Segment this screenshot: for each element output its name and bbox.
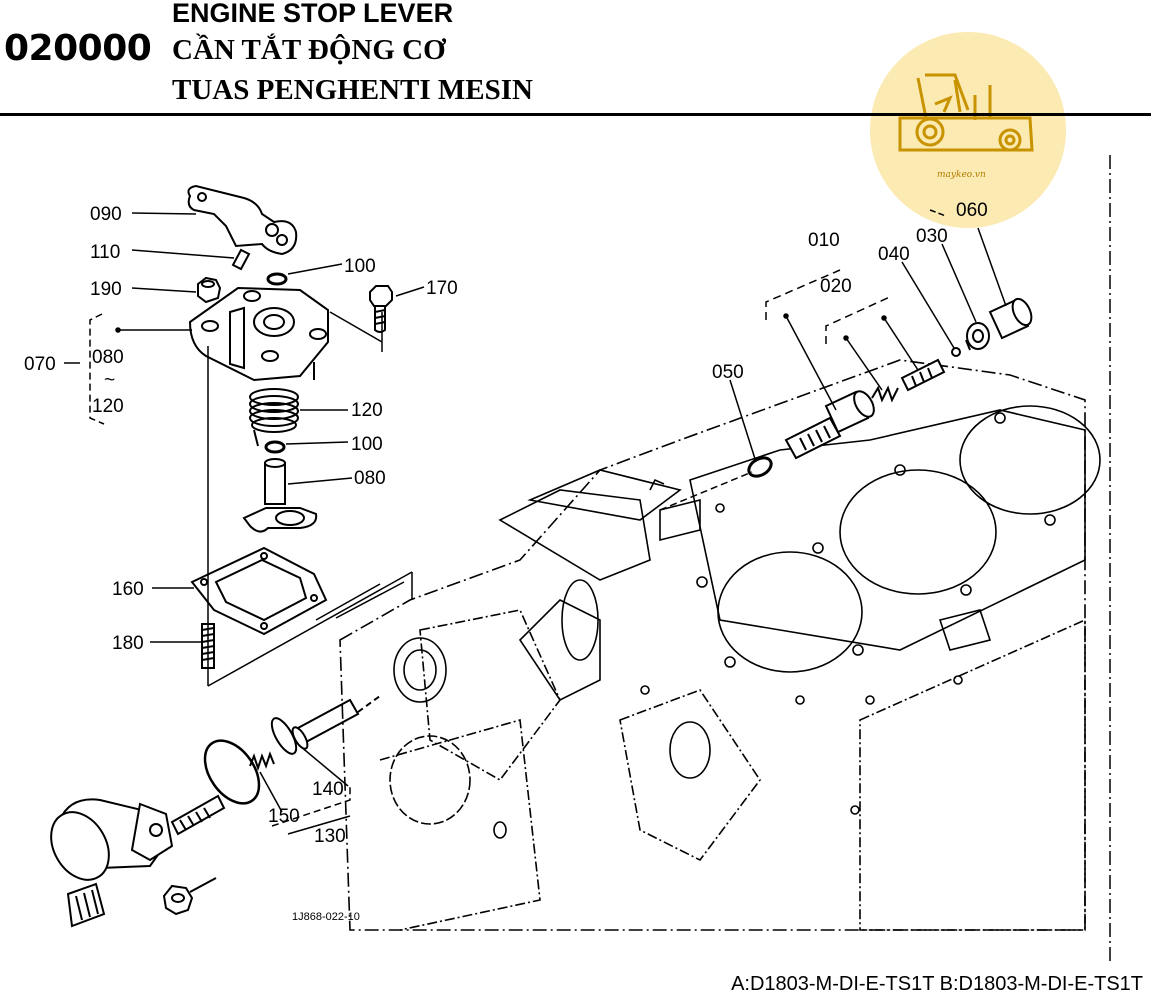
gasket-160 [190, 546, 328, 636]
label-030: 030 [916, 226, 948, 247]
nut-190 [197, 276, 222, 304]
label-130: 130 [314, 826, 346, 847]
nut-solenoid [162, 877, 217, 916]
label-010: 010 [808, 230, 840, 251]
label-040: 040 [878, 244, 910, 265]
plunger-140 [270, 695, 381, 755]
shaft-080 [242, 458, 318, 533]
maykeo-watermark-logo: maykeo.vn [870, 32, 1066, 228]
title-vietnamese: CẦN TẮT ĐỘNG CƠ [172, 34, 446, 66]
label-170: 170 [426, 278, 458, 299]
spring-120 [249, 388, 299, 447]
nut-030 [965, 322, 990, 351]
right-brackets [765, 209, 947, 411]
engine-block-outline [339, 359, 1101, 931]
label-180: 180 [112, 633, 144, 654]
label-060: 060 [956, 200, 988, 221]
stop-lever-housing [188, 286, 329, 382]
leader-hole [659, 471, 753, 511]
lever-090 [187, 184, 298, 256]
label-090: 090 [90, 204, 122, 225]
label-020: 020 [820, 276, 852, 297]
label-050: 050 [712, 362, 744, 383]
fitting-010 [784, 390, 875, 460]
label-080-range-start: 080 [92, 347, 124, 368]
label-070: 070 [24, 354, 56, 375]
spring-150 [249, 751, 275, 772]
washer-050 [747, 456, 773, 478]
label-120-range-end: 120 [92, 396, 124, 417]
stop-solenoid [50, 794, 226, 928]
washer-100-bottom [264, 440, 286, 454]
washer-100-top [266, 272, 288, 286]
label-100-bottom: 100 [351, 434, 383, 455]
label-140: 140 [312, 779, 344, 800]
label-160: 160 [112, 579, 144, 600]
leader-lines [64, 212, 1007, 813]
label-110: 110 [90, 242, 120, 263]
ring-040 [951, 347, 961, 357]
spring-020 [871, 385, 899, 403]
part-labels: 090 110 190 100 170 070 080 ~ 120 120 10… [24, 200, 988, 923]
header-rule [0, 113, 1151, 116]
bolt-170 [369, 285, 393, 333]
drawing-code: 1J868-022-10 [292, 911, 360, 923]
label-range-tilde: ~ [104, 370, 115, 391]
label-120: 120 [351, 400, 383, 421]
label-100-top: 100 [344, 256, 376, 277]
assembly-070-bracket [89, 311, 413, 687]
title-indonesian: TUAS PENGHENTI MESIN [172, 74, 533, 106]
pin-110 [231, 248, 251, 271]
section-number: 020000 [4, 28, 152, 69]
pin-020 [900, 358, 946, 392]
label-190: 190 [90, 279, 122, 300]
watermark-text: maykeo.vn [937, 170, 986, 180]
title-english: ENGINE STOP LEVER [172, 0, 454, 28]
model-codes: A:D1803-M-DI-E-TS1T B:D1803-M-DI-E-TS1T [731, 973, 1143, 995]
o-ring-130 [203, 739, 261, 805]
cap-060 [988, 297, 1033, 340]
label-080: 080 [354, 468, 386, 489]
label-150: 150 [268, 806, 300, 827]
lower-brackets [271, 784, 351, 835]
